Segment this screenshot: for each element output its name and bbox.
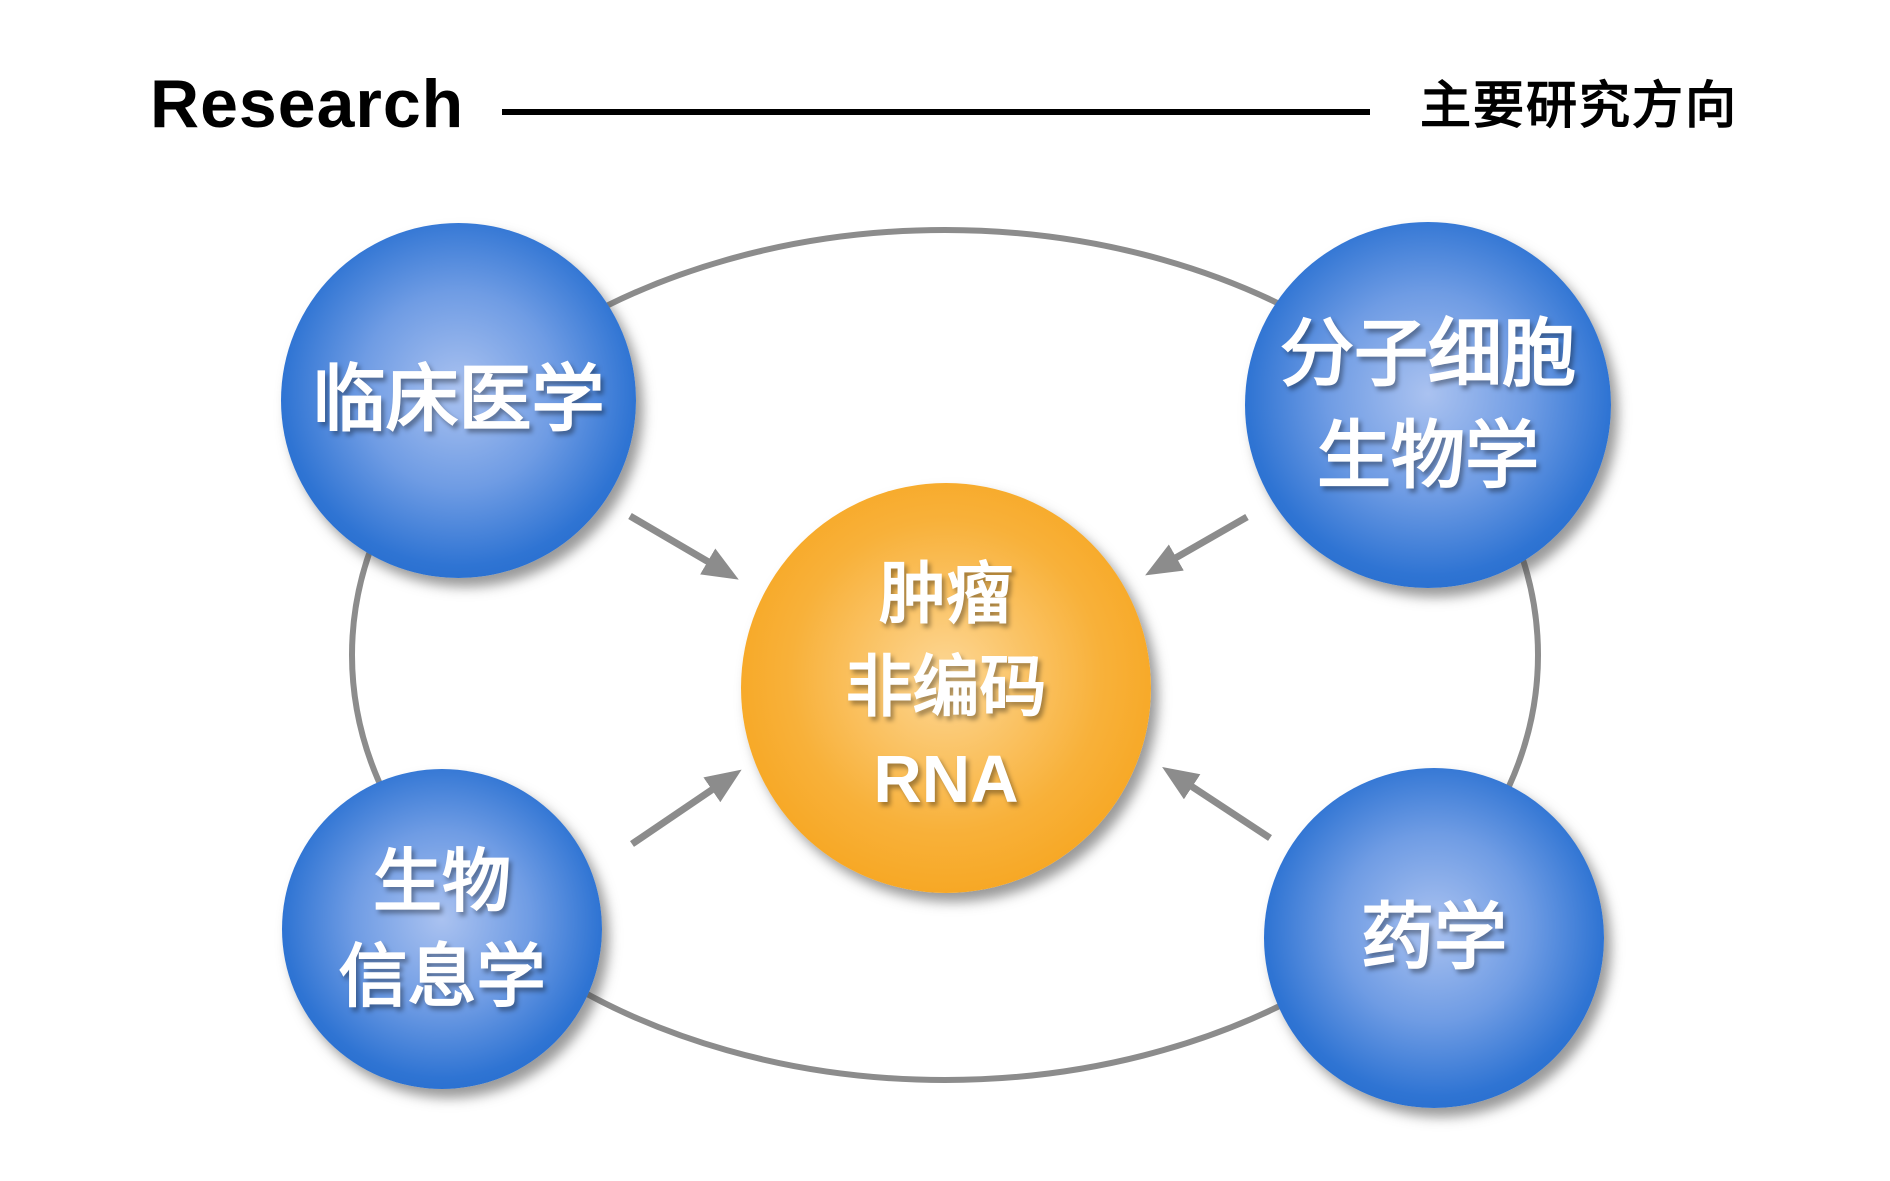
node-label: 信息学	[338, 938, 546, 1015]
node-label: 非编码	[845, 649, 1047, 725]
arrow-molecular-to-center	[1145, 513, 1249, 576]
arrows	[628, 512, 1272, 847]
node-clinical-medicine: 临床医学	[281, 223, 636, 578]
node-label: 生物	[373, 842, 511, 920]
arrow-bioinformatics-to-center	[630, 769, 742, 847]
arrow-pharmacy-to-center	[1162, 766, 1272, 841]
node-bioinformatics: 生物 信息学	[282, 769, 602, 1089]
node-label: 药学	[1361, 896, 1507, 978]
orbit-ellipse	[349, 227, 1541, 1083]
title-divider	[502, 109, 1370, 115]
arrow-clinical-to-center	[628, 512, 739, 580]
node-label: RNA	[873, 742, 1019, 818]
page-subtitle: 主要研究方向	[1420, 77, 1739, 134]
node-label: 分子细胞	[1280, 311, 1576, 395]
node-label: 肿瘤	[879, 557, 1013, 633]
page-title: Research	[150, 66, 465, 142]
node-tumor-noncoding-rna: 肿瘤 非编码 RNA	[741, 483, 1151, 893]
node-label: 生物学	[1317, 414, 1539, 497]
node-label: 临床医学	[312, 359, 605, 441]
node-pharmacy: 药学	[1264, 768, 1604, 1108]
node-molecular-cell-biology: 分子细胞 生物学	[1245, 222, 1611, 588]
